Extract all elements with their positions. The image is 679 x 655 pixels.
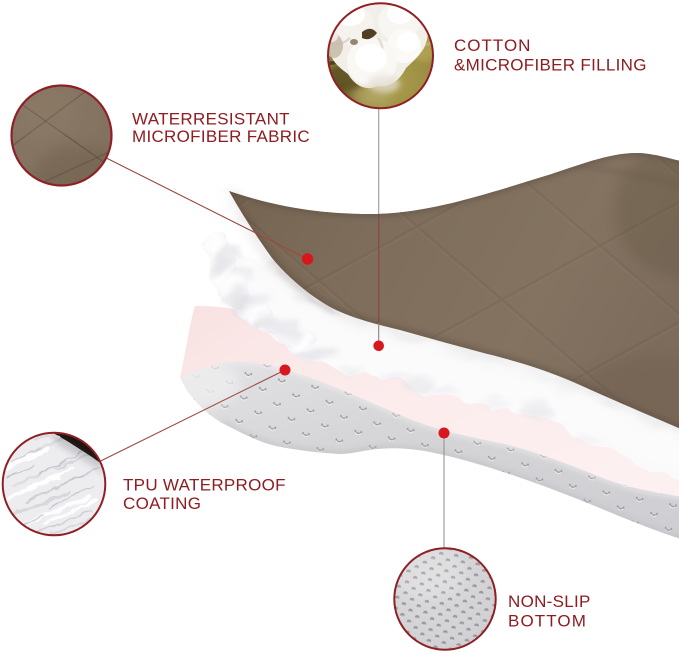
svg-text:COTTON: COTTON — [454, 36, 531, 55]
svg-text:NON-SLIP: NON-SLIP — [508, 592, 591, 611]
svg-text:WATERRESISTANT: WATERRESISTANT — [132, 110, 290, 129]
svg-text:MICROFIBER FABRIC: MICROFIBER FABRIC — [132, 127, 310, 146]
svg-text:TPU WATERPROOF: TPU WATERPROOF — [123, 476, 286, 495]
svg-text:COATING: COATING — [123, 494, 201, 513]
svg-text:&MICROFIBER FILLING: &MICROFIBER FILLING — [454, 56, 647, 75]
svg-text:BOTTOM: BOTTOM — [508, 612, 587, 631]
